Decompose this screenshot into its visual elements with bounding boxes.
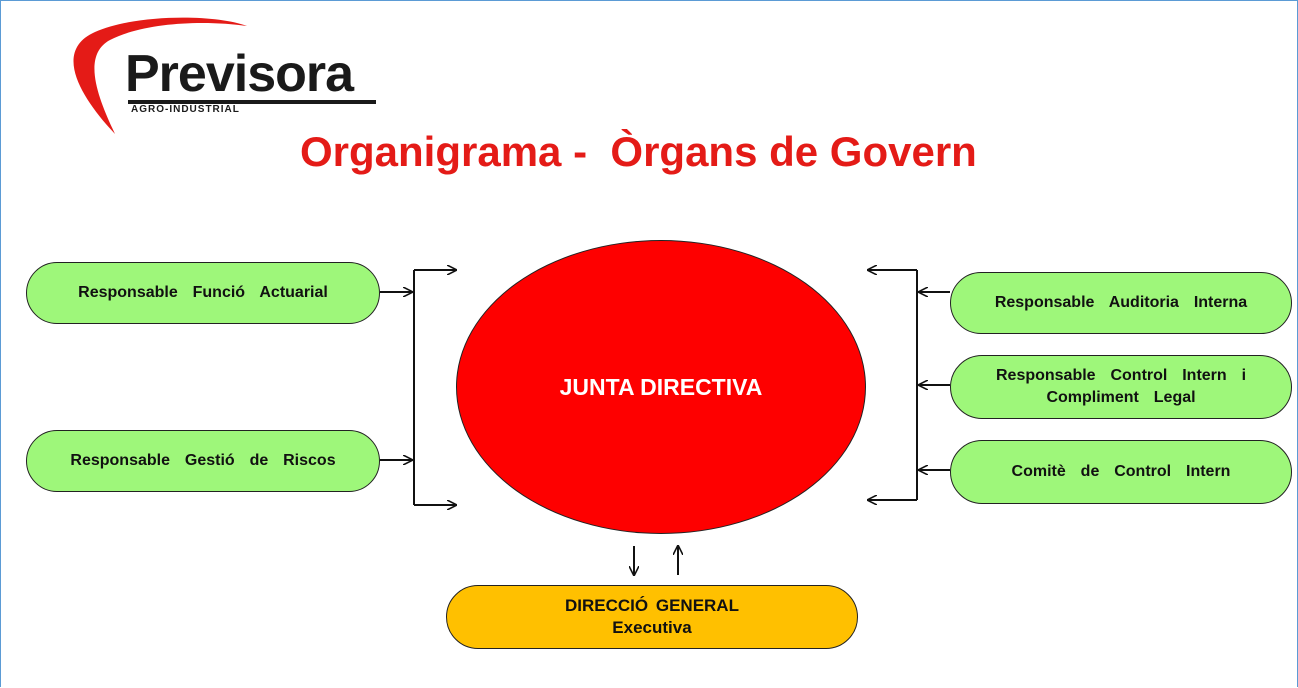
- box-label: Responsable Auditoria Interna: [994, 294, 1248, 311]
- page-title: Organigrama - Òrgans de Govern: [300, 128, 977, 175]
- junta-directiva-label: JUNTA DIRECTIVA: [559, 373, 763, 400]
- logo-subtitle: AGRO-INDUSTRIAL: [131, 104, 240, 115]
- box-label-line1: Responsable Control Intern i: [995, 367, 1247, 384]
- box-comite-control: Comitè de Control Intern: [950, 440, 1292, 504]
- box-gestio-riscos: Responsable Gestió de Riscos: [26, 430, 380, 492]
- box-label-line2: Compliment Legal: [1046, 389, 1196, 406]
- logo-bar: [128, 100, 376, 104]
- box-label: Responsable Gestió de Riscos: [70, 452, 336, 469]
- box-label: Responsable Funció Actuarial: [78, 284, 328, 301]
- direccio-label-line2: Executiva: [612, 618, 692, 637]
- box-funcio-actuarial: Responsable Funció Actuarial: [26, 262, 380, 324]
- box-control-intern: Responsable Control Intern i Compliment …: [950, 355, 1292, 419]
- box-auditoria-interna: Responsable Auditoria Interna: [950, 272, 1292, 334]
- junta-directiva-node: JUNTA DIRECTIVA: [456, 240, 866, 534]
- box-direccio-general: DIRECCIÓ GENERAL Executiva: [446, 585, 858, 649]
- direccio-label-line1: DIRECCIÓ GENERAL: [565, 596, 739, 615]
- logo-wordmark: Previsora: [125, 45, 354, 103]
- box-label: Comitè de Control Intern: [1011, 463, 1231, 480]
